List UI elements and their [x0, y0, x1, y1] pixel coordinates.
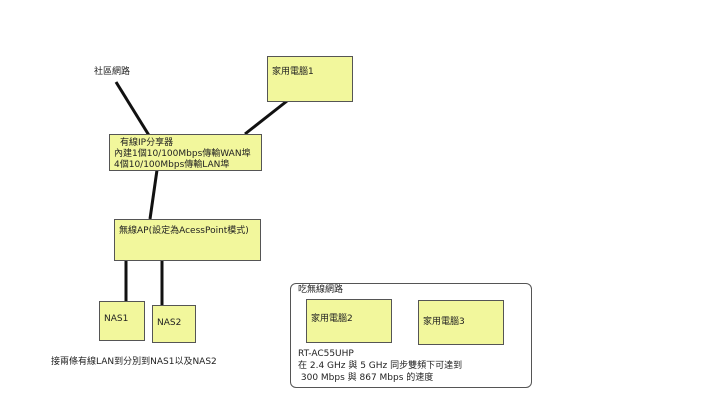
router-title: 有線IP分享器: [120, 138, 174, 148]
wireless-ap-node: 無線AP(設定為AcessPoint模式): [114, 219, 261, 261]
nas2-node: NAS2: [152, 305, 196, 343]
home-pc3-label: 家用電腦3: [423, 317, 465, 327]
nas2-label: NAS2: [157, 318, 182, 328]
wireless-group-title: 吃無線網路: [298, 285, 344, 295]
router-wan-spec: 內建1個10/100Mbps傳輸WAN埠: [114, 149, 251, 159]
router-lan-spec: 4個10/100Mbps傳輸LAN埠: [114, 160, 230, 170]
speed-line-1: 在 2.4 GHz 與 5 GHz 同步雙頻下可達到: [298, 361, 463, 371]
link-pc1-router: [244, 99, 288, 136]
device-model-label: RT-AC55UHP: [298, 349, 354, 359]
lan-note: 接兩條有線LAN到分別到NAS1以及NAS2: [51, 357, 217, 367]
home-pc1-node: 家用電腦1: [267, 56, 353, 102]
link-router-ap: [148, 169, 159, 220]
nas1-node: NAS1: [99, 301, 145, 341]
router-node: 有線IP分享器 內建1個10/100Mbps傳輸WAN埠 4個10/100Mbp…: [109, 134, 262, 171]
home-pc2-node: 家用電腦2: [306, 299, 392, 343]
home-pc2-label: 家用電腦2: [311, 314, 353, 324]
nas1-label: NAS1: [104, 314, 129, 324]
community-network-label: 社區網路: [94, 67, 131, 77]
home-pc1-label: 家用電腦1: [272, 67, 314, 77]
wireless-ap-label: 無線AP(設定為AcessPoint模式): [119, 226, 249, 236]
speed-line-2: 300 Mbps 與 867 Mbps 的速度: [298, 373, 434, 383]
home-pc3-node: 家用電腦3: [418, 300, 504, 345]
link-community-router: [114, 81, 152, 138]
